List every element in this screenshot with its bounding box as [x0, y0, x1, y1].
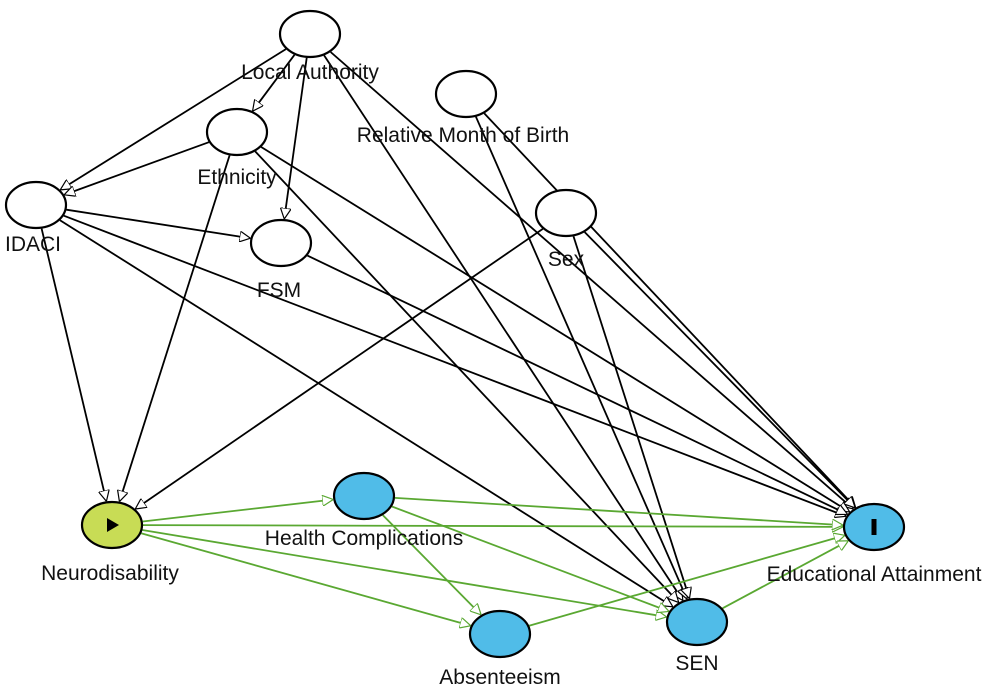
- node-sex[interactable]: [534, 188, 598, 238]
- node-absenteeism-ellipse[interactable]: [468, 609, 532, 659]
- node-local-authority-ellipse[interactable]: [278, 9, 342, 59]
- node-idaci-ellipse[interactable]: [4, 180, 68, 230]
- edge-sen-to-educational-attainment: [722, 541, 848, 610]
- node-label-local-authority: Local Authority: [241, 61, 379, 84]
- edge-ethnicity-to-neurodisability: [120, 155, 231, 500]
- edge-sex-to-educational-attainment: [584, 231, 855, 507]
- edge-idaci-to-sen: [59, 219, 672, 606]
- bar-icon: [871, 519, 877, 535]
- node-sen[interactable]: [665, 597, 729, 647]
- node-label-health-complications: Health Complications: [265, 527, 463, 550]
- node-health-complications[interactable]: [332, 471, 396, 521]
- node-relative-month-ellipse[interactable]: [434, 69, 498, 119]
- edge-local-authority-to-sen: [323, 54, 682, 599]
- edges-layer: [40, 48, 855, 627]
- edge-health-complications-to-absenteeism: [382, 514, 481, 614]
- node-fsm[interactable]: [249, 218, 313, 268]
- edge-ethnicity-to-idaci: [65, 141, 210, 194]
- node-label-neurodisability: Neurodisability: [41, 562, 179, 585]
- edge-neurodisability-to-health-complications: [142, 500, 333, 523]
- node-label-educational-attainment: Educational Attainment: [767, 563, 982, 586]
- edge-fsm-to-educational-attainment: [307, 254, 846, 514]
- nodes-layer: [4, 9, 906, 659]
- node-label-absenteeism: Absenteeism: [439, 666, 560, 689]
- edge-health-complications-to-sen: [391, 505, 668, 612]
- node-health-complications-ellipse[interactable]: [332, 471, 396, 521]
- edge-health-complications-to-educational-attainment: [394, 497, 842, 525]
- edge-idaci-to-educational-attainment: [63, 214, 846, 516]
- node-neurodisability[interactable]: [80, 500, 144, 550]
- node-label-idaci: IDACI: [5, 233, 61, 256]
- edge-relative-month-to-educational-attainment: [483, 112, 855, 507]
- edge-ethnicity-to-educational-attainment: [260, 146, 849, 512]
- node-label-sen: SEN: [675, 652, 718, 675]
- edge-sex-to-sen: [572, 236, 690, 597]
- node-label-fsm: FSM: [257, 279, 301, 302]
- edge-neurodisability-to-sen: [142, 529, 665, 617]
- node-local-authority[interactable]: [278, 9, 342, 59]
- edge-neurodisability-to-absenteeism: [140, 532, 470, 625]
- edge-idaci-to-fsm: [66, 208, 249, 238]
- edge-local-authority-to-ethnicity: [253, 54, 296, 111]
- edge-local-authority-to-fsm: [284, 57, 308, 218]
- edge-idaci-to-neurodisability: [40, 228, 107, 501]
- edge-sex-to-neurodisability: [136, 228, 544, 509]
- edge-neurodisability-to-educational-attainment: [142, 525, 842, 527]
- node-sex-ellipse[interactable]: [534, 188, 598, 238]
- node-label-ethnicity: Ethnicity: [197, 166, 277, 189]
- node-idaci[interactable]: [4, 180, 68, 230]
- node-ethnicity[interactable]: [205, 107, 269, 157]
- node-label-relative-month: Relative Month of Birth: [357, 124, 569, 147]
- node-educational-attainment[interactable]: [842, 502, 906, 552]
- edge-relative-month-to-sen: [475, 116, 687, 599]
- edge-absenteeism-to-educational-attainment: [528, 536, 844, 627]
- node-relative-month[interactable]: [434, 69, 498, 119]
- node-label-sex: Sex: [548, 248, 585, 271]
- node-ethnicity-ellipse[interactable]: [205, 107, 269, 157]
- node-sen-ellipse[interactable]: [665, 597, 729, 647]
- node-absenteeism[interactable]: [468, 609, 532, 659]
- edge-local-authority-to-idaci: [61, 48, 287, 189]
- play-icon: [107, 518, 119, 532]
- node-fsm-ellipse[interactable]: [249, 218, 313, 268]
- edge-local-authority-to-educational-attainment: [330, 51, 853, 508]
